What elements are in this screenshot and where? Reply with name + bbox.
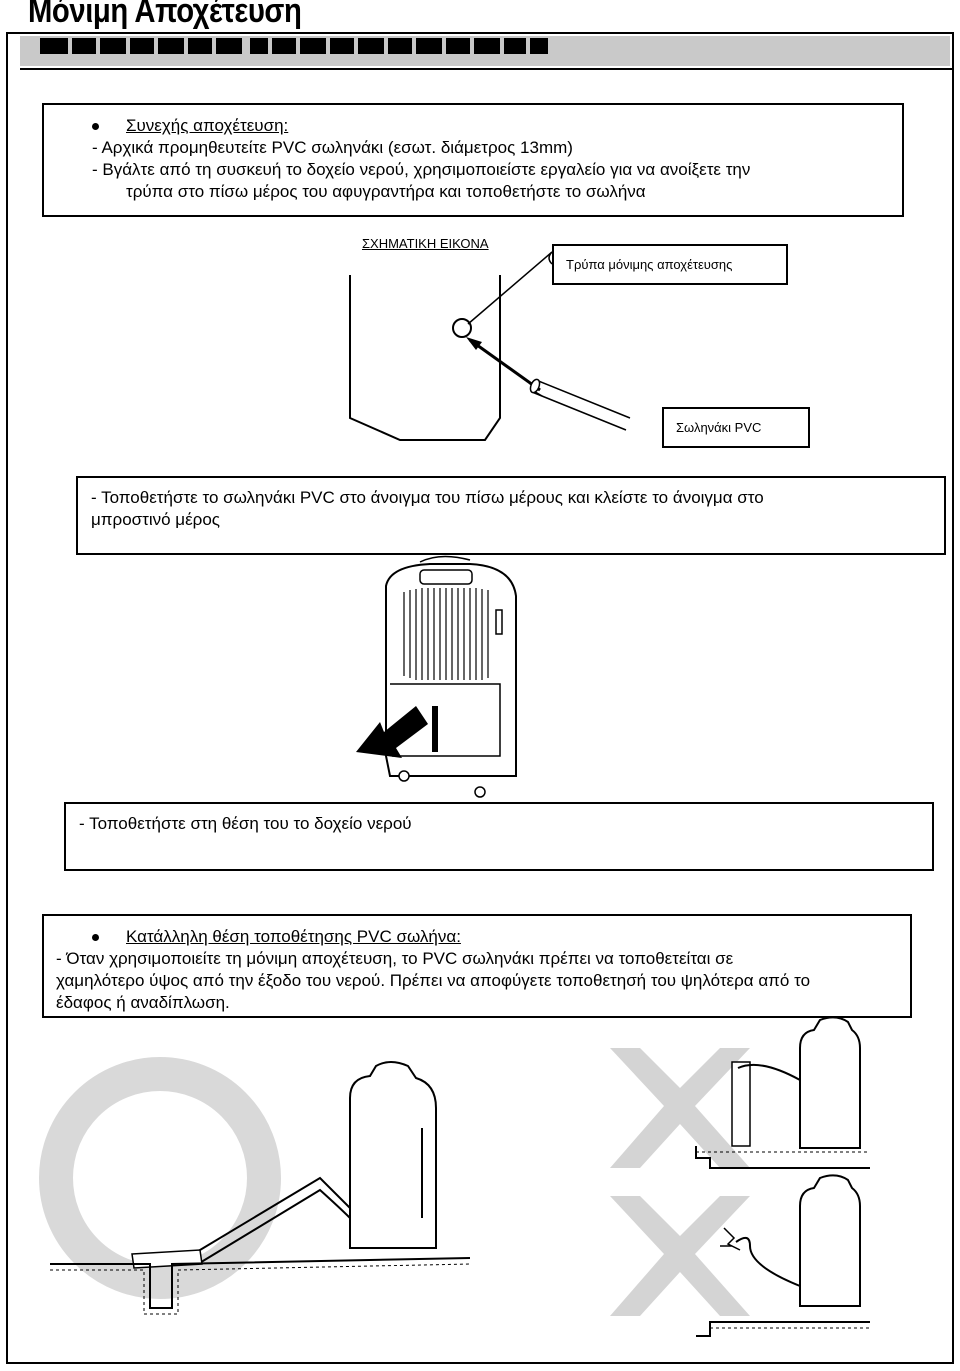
bullet	[92, 934, 99, 941]
instruction-line: - Όταν χρησιμοποιείτε τη μόνιμη αποχέτευ…	[56, 949, 734, 968]
instruction-line: - Βγάλτε από τη συσκευή το δοχείο νερού,…	[92, 160, 751, 179]
wrong-placement-raised-diagram	[610, 1016, 870, 1169]
continuous-drain-box: Συνεχής αποχέτευση: - Αρχικά προμηθευτεί…	[42, 103, 904, 217]
figure-caption: ΣΧΗΜΑΤΙΚΗ ΕΙΚΟΝΑ	[362, 236, 489, 251]
page-title: Μόνιμη Αποχέτευση	[28, 0, 302, 30]
insert-arrow-icon	[356, 706, 428, 758]
instruction-line: τρύπα στο πίσω μέρος του αφυγραντήρα και…	[126, 182, 646, 201]
header-rule	[20, 68, 952, 70]
correct-circle-icon	[39, 1057, 281, 1299]
wrong-cross-icon	[610, 1048, 750, 1168]
instruction-line: έδαφος ή αναδίπλωση.	[56, 993, 230, 1012]
pipe-label: Σωληνάκι PVC	[662, 407, 810, 448]
step-replace-tank-box: - Τοποθετήστε στη θέση του το δοχείο νερ…	[64, 802, 934, 871]
hole-label: Τρύπα μόνιμης αποχέτευσης	[552, 244, 788, 285]
instruction-line: χαμηλότερο ύψος από την έξοδο του νερού.…	[56, 971, 811, 990]
section-heading: Κατάλληλη θέση τοποθέτησης PVC σωλήνα:	[126, 927, 461, 946]
instruction-line: μπροστινό μέρος	[91, 510, 221, 529]
page-frame	[6, 32, 954, 1364]
bullet	[92, 123, 99, 130]
drain-hole-icon	[452, 318, 472, 338]
correct-placement-diagram	[39, 1057, 471, 1315]
section-heading: Συνεχής αποχέτευση:	[126, 116, 289, 135]
instruction-line: - Τοποθετήστε στη θέση του το δοχείο νερ…	[79, 814, 412, 833]
pipe-position-box: Κατάλληλη θέση τοποθέτησης PVC σωλήνα: -…	[42, 914, 912, 1018]
dehumidifier-front-diagram	[356, 555, 517, 798]
header-bar	[20, 36, 950, 66]
wrong-placement-kinked-diagram	[610, 1174, 870, 1337]
rear-view-diagram	[349, 251, 631, 441]
step-insert-pipe-box: - Τοποθετήστε το σωληνάκι PVC στο άνοιγμ…	[76, 476, 946, 555]
instruction-line: - Τοποθετήστε το σωληνάκι PVC στο άνοιγμ…	[91, 488, 764, 507]
instruction-line: - Αρχικά προμηθευτείτε PVC σωληνάκι (εσω…	[92, 138, 573, 157]
wrong-cross-icon	[610, 1196, 750, 1316]
